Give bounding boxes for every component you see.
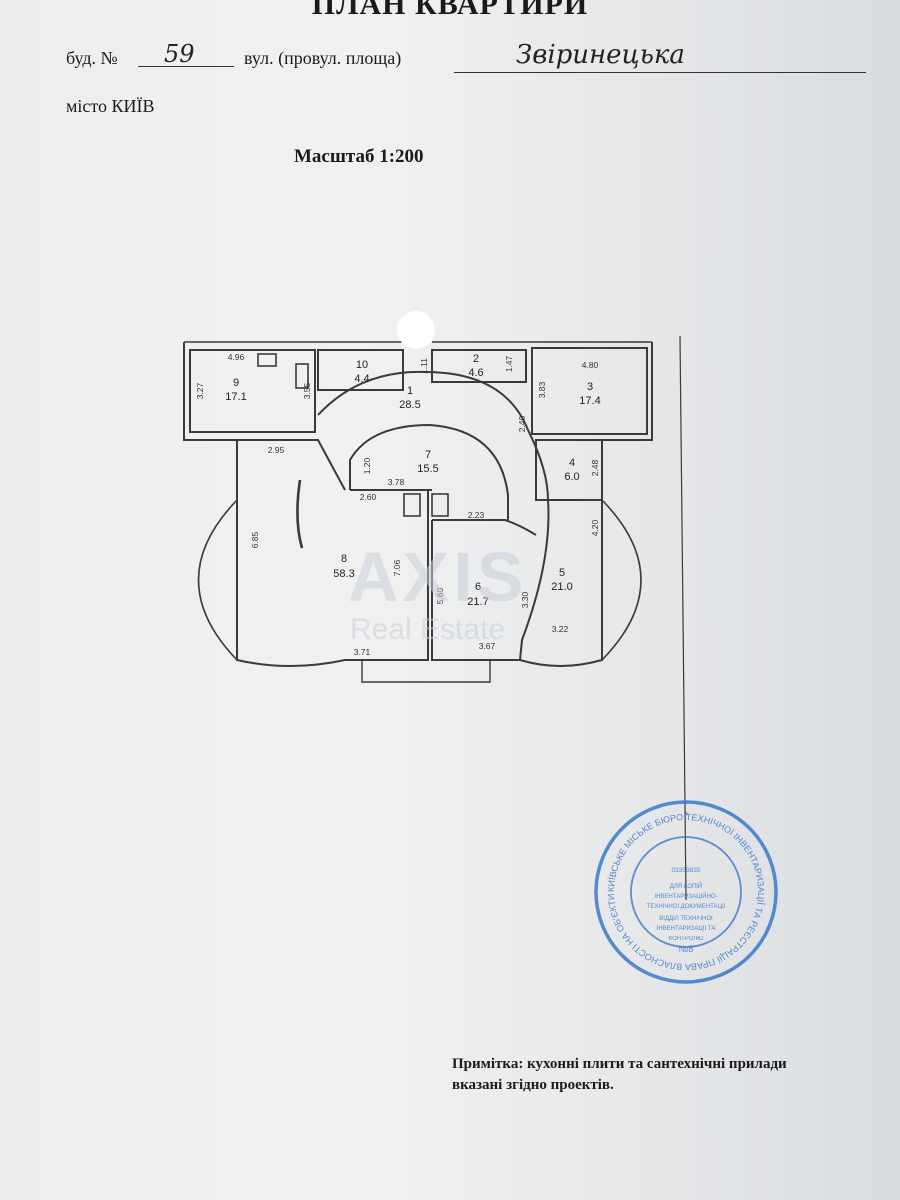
dim-label: 3.22 — [552, 624, 569, 634]
dim-label: 2.23 — [468, 510, 485, 520]
city-label: місто КИЇВ — [66, 96, 155, 116]
dim-label: 6.85 — [250, 531, 260, 548]
dim-label: 1.47 — [504, 355, 514, 372]
dim-label: 2.60 — [360, 492, 377, 502]
dim-label: 1.20 — [362, 457, 372, 474]
room-7-area: 15.5 — [417, 463, 438, 475]
room-10-area: 4.4 — [354, 373, 369, 385]
dim-label: 3.67 — [479, 641, 496, 651]
building-number: 59 — [164, 40, 195, 68]
footnote-line-1: Примітка: кухонні плити та сантехнічні п… — [452, 1056, 787, 1072]
dim-label: 7.06 — [392, 559, 402, 576]
room-5-area: 21.0 — [551, 581, 572, 593]
dim-label: 5.60 — [435, 587, 445, 604]
svg-text:ДЛЯ КОПІЙ: ДЛЯ КОПІЙ — [670, 882, 702, 890]
street-name: Звіринецька — [516, 40, 685, 70]
room-6-number: 6 — [475, 581, 481, 593]
room-1-area: 28.5 — [399, 399, 420, 411]
svg-text:КОНТРОЛЮ: КОНТРОЛЮ — [669, 936, 704, 942]
svg-text:*: * — [684, 809, 689, 823]
dim-label: 3.71 — [354, 647, 371, 657]
dim-label: 4.20 — [590, 519, 600, 536]
room-4-number: 4 — [569, 457, 575, 469]
room-1-number: 1 — [407, 385, 413, 397]
room-10-number: 10 — [356, 359, 368, 371]
dim-label: 3.55 — [302, 382, 312, 399]
dim-label: 3.83 — [537, 381, 547, 398]
room-9-number: 9 — [233, 377, 239, 389]
svg-text:ВІДДІЛ ТЕХНІЧНОЇ: ВІДДІЛ ТЕХНІЧНОЇ — [659, 915, 713, 922]
dim-label: 3.78 — [388, 477, 405, 487]
svg-text:ІНВЕНТАРИЗАЦІЇ ТА: ІНВЕНТАРИЗАЦІЇ ТА — [657, 925, 716, 932]
dim-label: 2.40 — [517, 415, 527, 432]
svg-text:№8: №8 — [679, 944, 694, 954]
dim-label: 1.11 — [419, 358, 429, 374]
stamp-ring-text: КИЇВСЬКЕ МІСЬКЕ БЮРО ТЕХНІЧНОЇ ІНВЕНТАРИ… — [0, 0, 766, 972]
footnote: Примітка: кухонні плити та сантехнічні п… — [452, 1054, 872, 1096]
room-7-number: 7 — [425, 449, 431, 461]
room-3-number: 3 — [587, 381, 593, 393]
room-9-area: 17.1 — [225, 391, 246, 403]
scale-label: Масштаб 1:200 — [294, 146, 424, 167]
svg-text:ІНВЕНТАРИЗАЦІЙНО-: ІНВЕНТАРИЗАЦІЙНО- — [654, 892, 717, 900]
svg-text:ТЕХНІЧНОЇ ДОКУМЕНТАЦІЇ: ТЕХНІЧНОЇ ДОКУМЕНТАЦІЇ — [647, 903, 726, 910]
dim-label: 2.48 — [590, 459, 600, 476]
dim-label: 3.30 — [520, 591, 530, 608]
dim-label: 2.95 — [268, 445, 285, 455]
building-underline — [138, 66, 234, 67]
dim-label: 3.27 — [195, 382, 205, 399]
room-4-area: 6.0 — [564, 471, 579, 483]
stamp-code: 03359835 — [672, 867, 701, 874]
room-8-number: 8 — [341, 553, 347, 565]
room-6-area: 21.7 — [467, 596, 488, 608]
dim-label: 4.80 — [582, 360, 599, 370]
room-3-area: 17.4 — [579, 395, 600, 407]
room-5-number: 5 — [559, 567, 565, 579]
dim-label: 4.96 — [228, 352, 245, 362]
footnote-line-2: вказані згідно проектів. — [452, 1077, 614, 1093]
room-2-area: 4.6 — [468, 367, 483, 379]
room-2-number: 2 — [473, 353, 479, 365]
street-label: вул. (провул. площа) — [244, 48, 402, 68]
building-label: буд. № — [66, 48, 118, 68]
street-underline — [454, 72, 866, 73]
page-title: ПЛАН КВАРТИРИ — [311, 0, 589, 21]
room-8-area: 58.3 — [333, 568, 354, 580]
